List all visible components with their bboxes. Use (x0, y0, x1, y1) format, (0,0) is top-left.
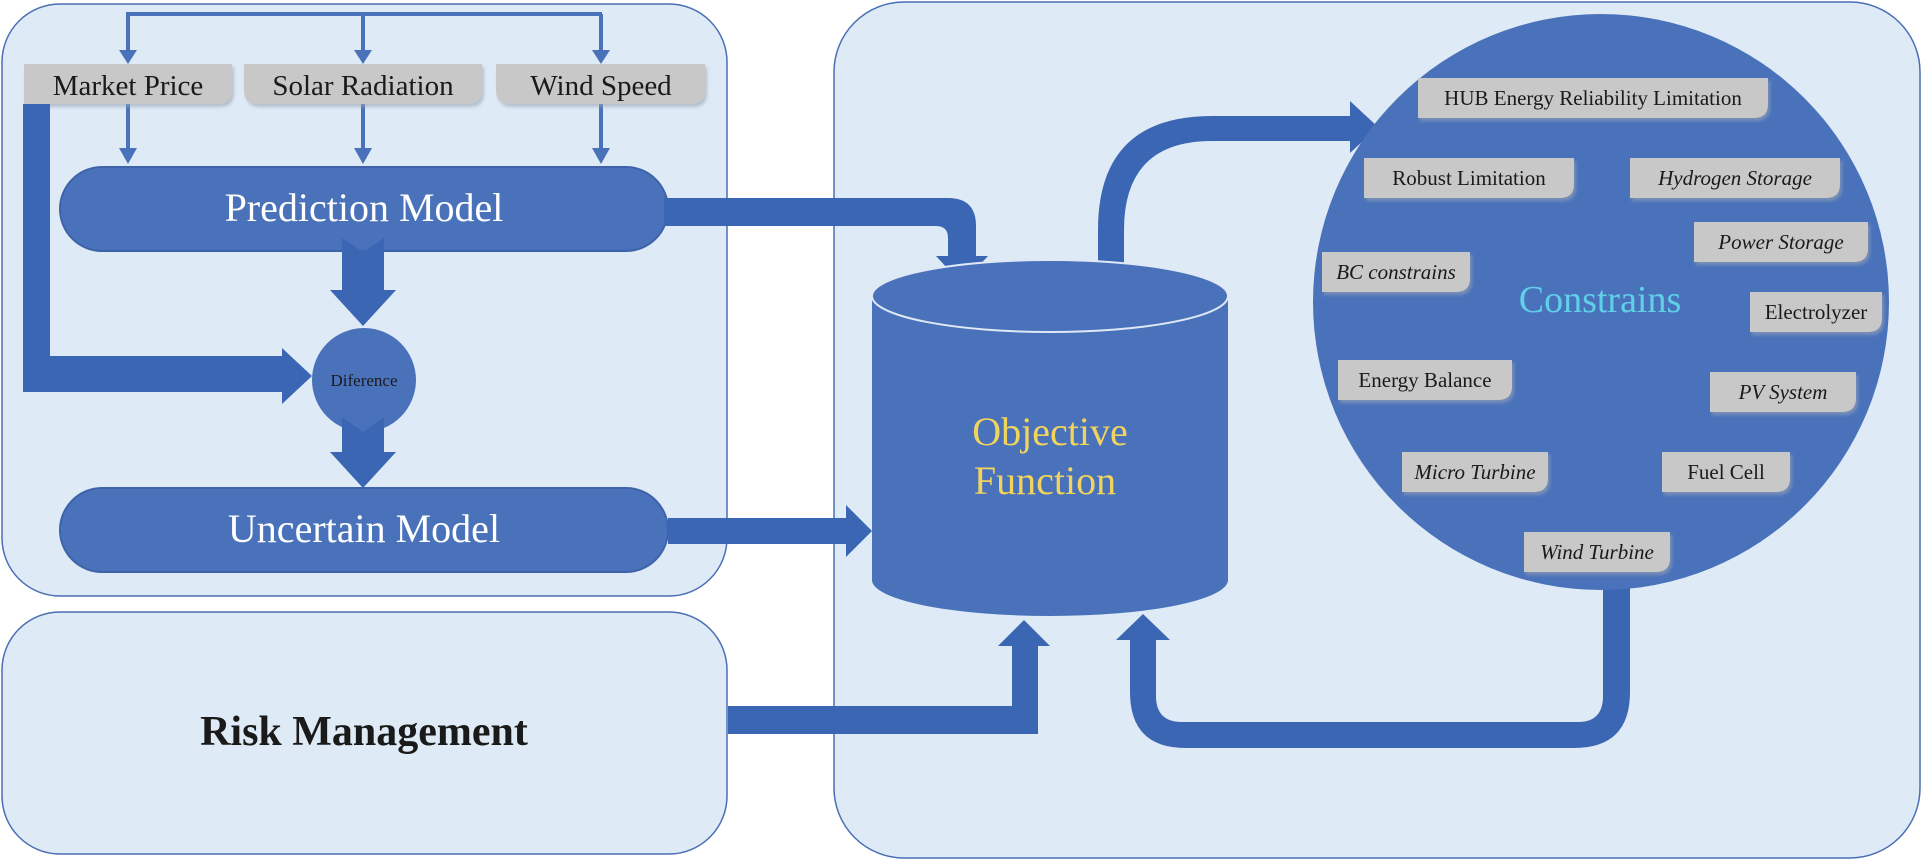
constraint-tag-energy-balance (1338, 360, 1512, 400)
market-price-bypass-arrow (23, 104, 312, 404)
constraint-label-wind-turbine: Wind Turbine (1540, 540, 1654, 564)
objective-function-cylinder[interactable] (872, 260, 1228, 616)
constraint-label-robust: Robust Limitation (1392, 166, 1546, 190)
constraints-title: Constrains (1519, 279, 1682, 321)
market-price-label: Market Price (53, 70, 204, 102)
uncertain-to-objective-arrow (668, 505, 872, 557)
constraint-label-electrolyzer: Electrolyzer (1765, 300, 1868, 324)
uncertain-model-label: Uncertain Model (228, 506, 500, 551)
market-price-tag (24, 64, 232, 104)
risk-to-objective-arrow (728, 620, 1050, 734)
wind-speed-tag (496, 64, 705, 104)
objective-function-label-line1: Objective (972, 409, 1128, 454)
constraints-to-objective-arrow (1116, 588, 1630, 748)
difference-to-uncertain-arrow (330, 417, 396, 488)
constraint-label-hydrogen: Hydrogen Storage (1657, 166, 1812, 190)
constraint-label-micro-turbine: Micro Turbine (1413, 460, 1535, 484)
constraint-label-power-storage: Power Storage (1717, 230, 1843, 254)
constraint-label-energy-balance: Energy Balance (1358, 368, 1491, 392)
constraint-tag-pv (1710, 372, 1856, 412)
input-arrowheads (119, 50, 610, 164)
constraint-tag-micro-turbine (1402, 452, 1548, 492)
wind-speed-label: Wind Speed (530, 70, 672, 102)
constraint-tag-hydrogen (1630, 158, 1840, 198)
constraint-label-fuel-cell: Fuel Cell (1687, 460, 1765, 484)
objective-to-constraints-arrow (1098, 101, 1378, 272)
constraint-tag-fuel-cell (1662, 452, 1790, 492)
risk-management-label: Risk Management (200, 709, 528, 755)
objective-function-cylinder-top (871, 259, 1229, 333)
constraint-tag-wind-turbine (1524, 532, 1670, 572)
difference-node[interactable] (312, 328, 416, 432)
constraint-tags (1322, 78, 1882, 572)
prediction-to-objective-arrow (664, 198, 988, 284)
solar-radiation-tag (244, 64, 482, 104)
constraint-tag-bc (1322, 252, 1470, 292)
difference-label: Diference (330, 371, 397, 390)
risk-management-panel (1, 611, 728, 855)
constraint-tag-electrolyzer (1750, 292, 1882, 332)
input-distribution-lines (126, 12, 603, 150)
constraint-label-hub: HUB Energy Reliability Limitation (1444, 86, 1742, 110)
constraint-labels: HUB Energy Reliability Limitation Robust… (1336, 86, 1867, 564)
constraint-tag-robust (1364, 158, 1574, 198)
prediction-to-difference-arrow (330, 238, 396, 326)
prediction-model-label: Prediction Model (225, 185, 504, 230)
objective-function-label-line2: Function (974, 458, 1116, 503)
constraint-label-pv: PV System (1738, 380, 1828, 404)
constraint-tag-hub (1418, 78, 1768, 118)
constraint-tag-power-storage (1694, 222, 1868, 262)
solar-radiation-label: Solar Radiation (272, 70, 454, 102)
constraint-label-bc: BC constrains (1336, 260, 1456, 284)
